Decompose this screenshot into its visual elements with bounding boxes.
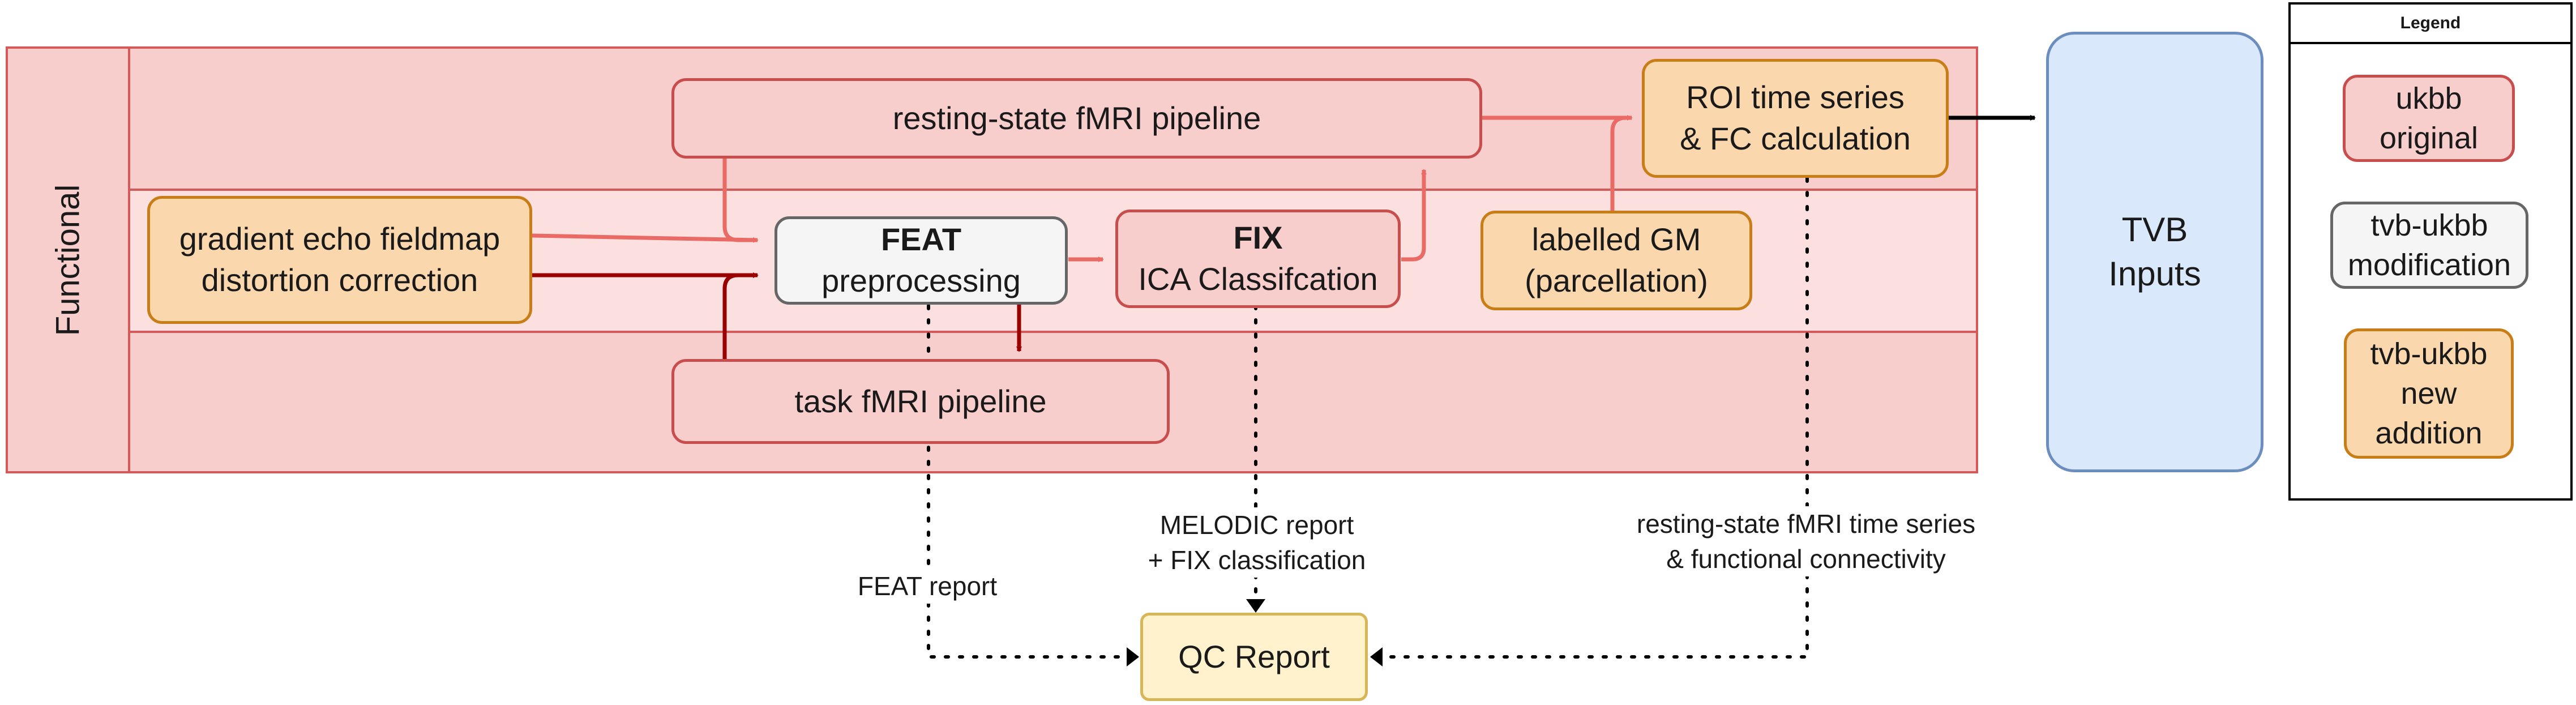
edge-fix-to-resting [1401,169,1427,262]
arrowhead-feat-qc [1127,647,1139,666]
legend-tvb-ukbb-modification: tvb-ukbb modification [2330,202,2528,289]
feat-preprocessing-node: FEAT preprocessing [774,216,1068,305]
edge-gm-to-roi [1610,116,1632,211]
melodic-report-label: MELODIC report + FIX classification [1127,507,1387,578]
legend-tvb-ukbb-new-addition: tvb-ukbb new addition [2344,328,2514,459]
roi-fc-calculation-node: ROI time series & FC calculation [1642,59,1949,178]
functional-lane-header [6,46,130,473]
feat-report-label: FEAT report [842,569,1012,604]
edge-resting-to-feat [722,156,758,242]
edge-roi-to-qc [1380,177,1809,659]
arrowhead-fix-qc [1246,599,1265,613]
resting-state-connectivity-label: resting-state fMRI time series & functio… [1614,506,1999,577]
edge-fieldmap-to-feat [532,233,759,243]
resting-state-pipeline-node: resting-state fMRI pipeline [671,78,1482,159]
task-fmri-pipeline-node: task fMRI pipeline [671,359,1170,444]
edge-task-to-feat [722,273,739,359]
labelled-gm-node: labelled GM (parcellation) [1480,211,1752,310]
legend-ukbb-original: ukbb original [2343,75,2515,162]
fix-ica-classification-node: FIX ICA Classifcation [1115,210,1401,308]
edge-feat-to-qc [927,304,1128,659]
tvb-inputs-node: TVB Inputs [2046,32,2263,472]
legend-title: Legend [2291,5,2570,44]
fieldmap-distortion-node: gradient echo fieldmap distortion correc… [147,196,532,324]
arrowhead-roi-qc [1370,647,1383,666]
qc-report-node: QC Report [1140,613,1368,701]
